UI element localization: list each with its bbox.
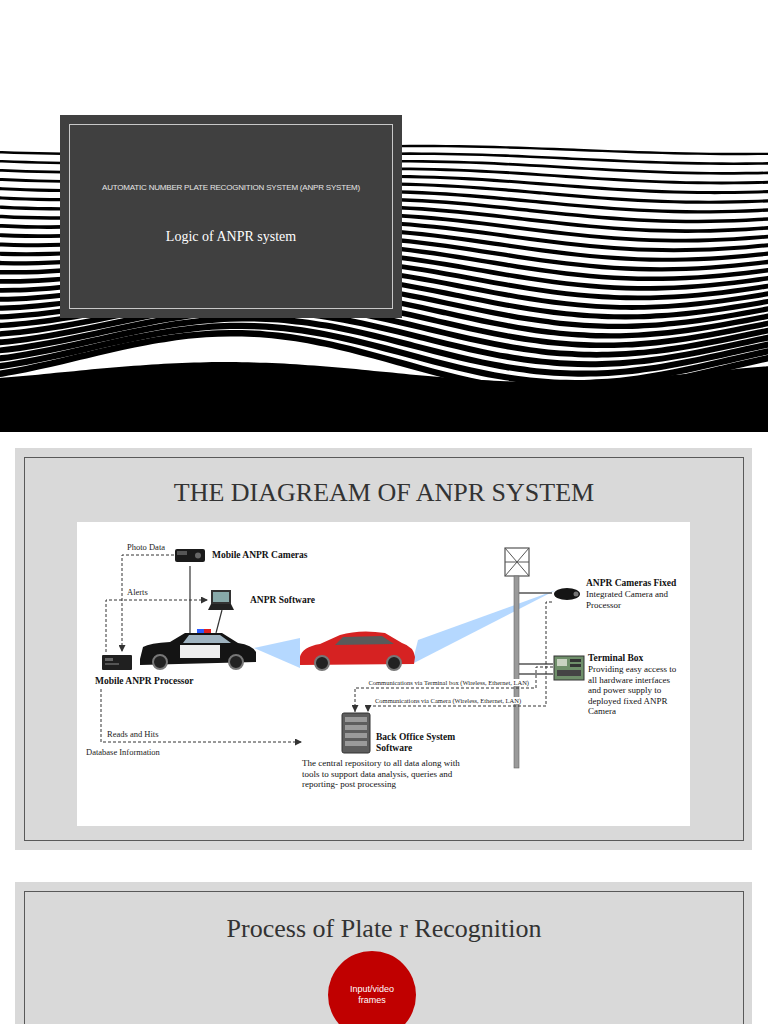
term-icon	[570, 664, 581, 667]
term-icon	[553, 655, 585, 681]
proc-icon	[102, 655, 132, 670]
server-icon	[345, 733, 367, 738]
back-office: Back Office System SoftwareThe central r…	[302, 712, 477, 790]
node-heading: Mobile ANPR Cameras	[212, 546, 308, 564]
police-car	[183, 635, 231, 643]
node-body: The central repository to all data along…	[302, 758, 477, 790]
server-icon	[342, 713, 370, 753]
node-heading: Back Office System Software	[376, 712, 477, 756]
red-car	[300, 631, 415, 670]
camera-pole	[519, 663, 553, 665]
cam-icon	[177, 551, 187, 555]
node-body: Providing easy access to all hardware in…	[588, 664, 684, 717]
proc-icon	[105, 658, 113, 661]
police-car	[140, 629, 256, 669]
dashed-connector	[101, 689, 302, 742]
soft-icon	[213, 592, 229, 602]
mount-line	[216, 610, 222, 633]
title-box: AUTOMATIC NUMBER PLATE RECOGNITION SYSTE…	[60, 115, 402, 318]
camera-pole	[514, 576, 519, 768]
police-car	[204, 629, 211, 633]
dashed-connector	[106, 600, 208, 652]
slide-frame: THE DIAGREAM OF ANPR SYSTEM Mobile ANPR C…	[24, 457, 744, 841]
edge-label: Communications via Terminal box (Wireles…	[367, 679, 530, 687]
red-car	[315, 656, 329, 670]
fixed-icon	[552, 586, 582, 602]
police-car	[229, 655, 243, 669]
process-circle: Input/video frames	[328, 951, 416, 1024]
camera-beam	[254, 638, 300, 668]
edge-label: Communications via Camera (Wireless, Eth…	[374, 697, 522, 705]
cam-icon	[174, 546, 206, 564]
anpr-software: ANPR Software	[208, 588, 315, 612]
fixed-camera: ANPR Cameras FixedIntegrated Camera and …	[552, 578, 682, 610]
red-car	[387, 656, 401, 670]
soft-icon	[211, 590, 231, 604]
camera-beam	[412, 590, 556, 664]
server-icon	[345, 725, 367, 730]
fixed-icon	[574, 592, 579, 597]
mobile-processor: Mobile ANPR Processor	[95, 652, 194, 689]
note-label: Database Information	[85, 747, 161, 757]
dashed-connector	[122, 555, 174, 652]
cam-icon	[175, 549, 205, 562]
node-heading: Process of Plate r Recognition	[25, 914, 743, 944]
node-heading: Input/video frames	[342, 984, 402, 1006]
circle-icon	[328, 951, 416, 1024]
red-car	[335, 636, 394, 645]
slide-frame: Process of Plate r RecognitionInput/vide…	[24, 891, 744, 1024]
soft-icon	[208, 604, 234, 610]
slide-ground	[15, 448, 752, 850]
soft-icon	[208, 588, 234, 612]
cam-icon	[195, 553, 201, 559]
node-heading: AUTOMATIC NUMBER PLATE RECOGNITION SYSTE…	[86, 183, 376, 193]
term-icon	[570, 659, 581, 662]
term-icon	[557, 659, 567, 666]
camera-pole	[519, 592, 552, 594]
node-heading: Mobile ANPR Processor	[95, 676, 194, 687]
term-icon	[554, 656, 584, 680]
image-panel	[77, 522, 690, 826]
police-car	[180, 645, 220, 658]
node-heading: ANPR Cameras Fixed	[586, 578, 682, 589]
edge-label: Reads and Hits	[106, 730, 159, 740]
dashed-connector	[368, 602, 552, 712]
server-icon	[345, 717, 367, 722]
edge-label: Alerts	[126, 588, 149, 598]
dashed-connector	[355, 667, 553, 712]
node-heading: THE DIAGREAM OF ANPR SYSTEM	[25, 478, 743, 508]
node-heading: Terminal Box	[588, 653, 684, 664]
server-icon	[340, 712, 372, 754]
proc-icon	[101, 652, 133, 672]
camera-pole	[505, 548, 529, 576]
fixed-icon	[554, 588, 580, 600]
edge-label: Photo Data	[126, 543, 166, 553]
terminal-box: Terminal BoxProviding easy access to all…	[553, 653, 684, 717]
term-icon	[557, 670, 581, 676]
camera-pole	[519, 673, 553, 675]
node-body: Logic of ANPR system	[166, 229, 296, 245]
proc-icon	[105, 663, 119, 665]
server-icon	[345, 741, 367, 746]
police-car	[153, 655, 167, 669]
camera-pole	[505, 548, 529, 576]
wave-band	[0, 362, 768, 432]
police-car	[197, 629, 204, 633]
node-heading: ANPR Software	[250, 588, 315, 612]
mobile-camera: Mobile ANPR Cameras	[174, 546, 308, 564]
node-body: Integrated Camera and Processor	[586, 589, 682, 610]
